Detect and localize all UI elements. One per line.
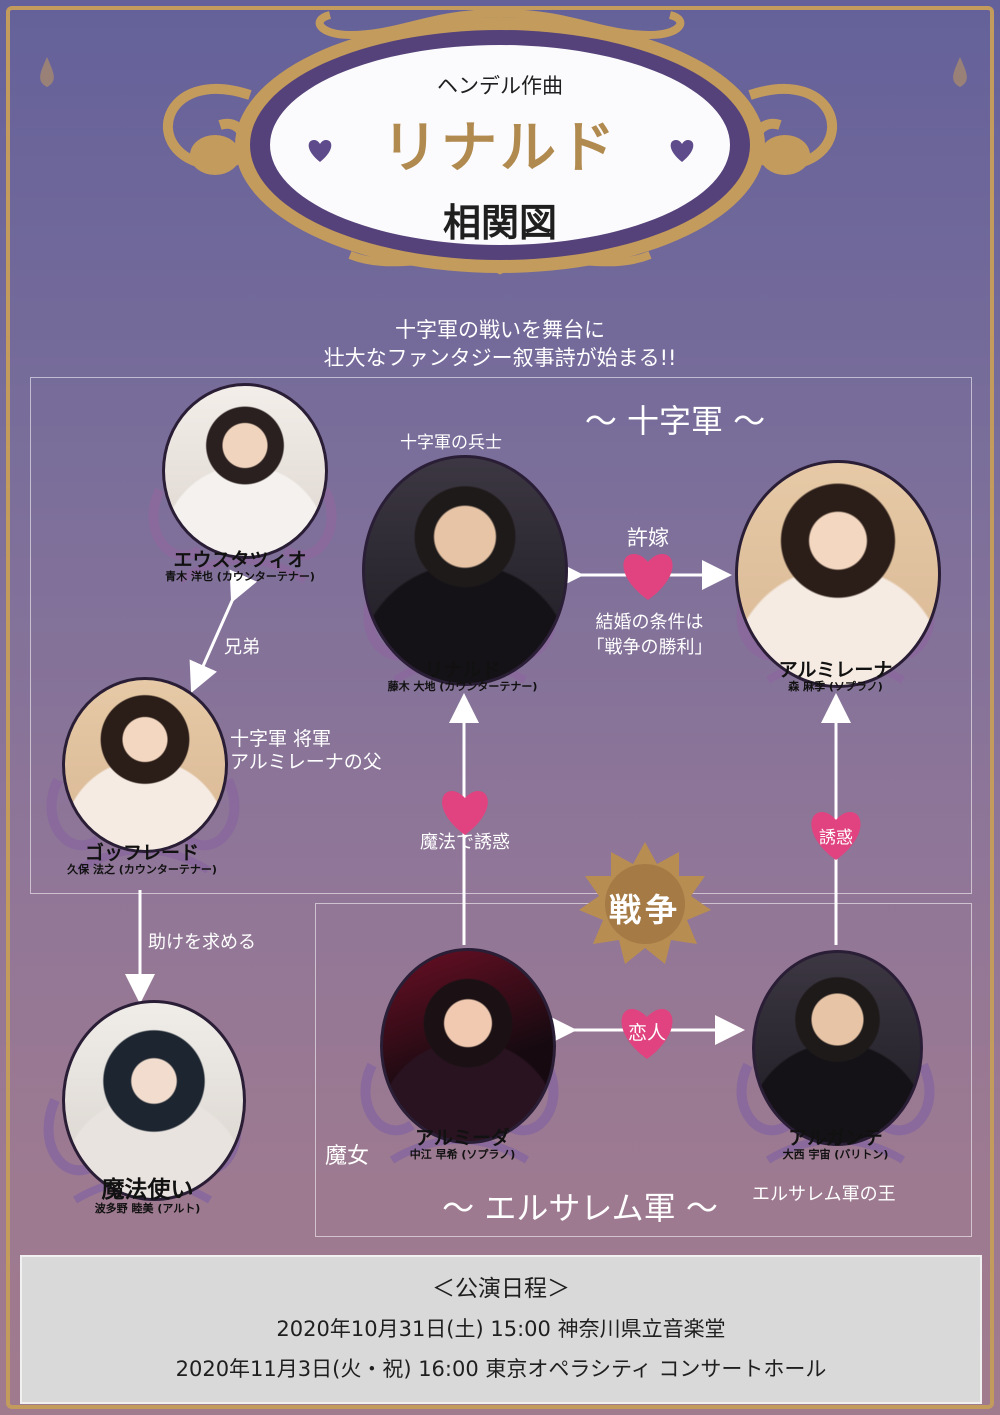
general-label-line-1: 十字軍 将軍	[230, 728, 332, 750]
condition-line-2: 「戦争の勝利」	[586, 637, 713, 658]
character-name: アルガンテ	[788, 1127, 883, 1149]
general-label-line-2: アルミレーナの父	[230, 751, 382, 773]
cast-name: 大西 宇宙 (バリトン)	[782, 1148, 889, 1161]
almirena-name-tag: アルミレーナ 森 麻季 (ソプラノ)	[733, 660, 938, 693]
witch-label: 魔女	[325, 1144, 370, 1169]
king-label: エルサレム軍の王	[752, 1184, 896, 1205]
soldier-label: 十字軍の兵士	[400, 433, 502, 453]
heart-icon	[442, 791, 488, 835]
tagline-line-1: 十字軍の戦いを舞台に	[395, 318, 605, 342]
war-burst-icon	[579, 842, 711, 964]
condition-line-1: 結婚の条件は	[595, 612, 704, 633]
character-name: 魔法使い	[101, 1177, 194, 1203]
heart-icon	[811, 812, 861, 860]
heart-icon	[623, 554, 673, 600]
cast-name: 森 麻季 (ソプラノ)	[788, 680, 883, 693]
schedule-line-2: 2020年11月3日(火・祝) 16:00 東京オペラシティ コンサートホール	[175, 1357, 827, 1381]
cast-name: 青木 洋也 (カウンターテナー)	[165, 570, 315, 583]
mage-name-tag: 魔法使い 波多野 睦美 (アルト)	[40, 1178, 255, 1215]
argante-portrait	[752, 950, 923, 1146]
heart-icon	[308, 140, 332, 162]
general-label: 十字軍 将軍 アルミレーナの父	[230, 728, 382, 774]
schedule-panel: ＜公演日程＞ 2020年10月31日(土) 15:00 神奈川県立音楽堂 202…	[20, 1255, 982, 1404]
armida-name-tag: アルミーダ 中江 早希 (ソプラノ)	[360, 1128, 565, 1161]
war-label: 戦争	[608, 891, 681, 929]
crusaders-heading: 〜 十字軍 〜	[584, 402, 766, 440]
rinaldo-name-tag: リナルド 藤木 大地 (カウンターテナー)	[360, 660, 565, 693]
cast-name: 波多野 睦美 (アルト)	[94, 1202, 201, 1215]
heart-icon	[670, 140, 694, 162]
lovers-label: 恋人	[627, 1022, 666, 1044]
magic-seduction-label: 魔法で誘惑	[420, 832, 510, 853]
cast-name: 久保 法之 (カウンターテナー)	[67, 863, 217, 876]
mage-portrait	[62, 1000, 246, 1201]
jerusalem-heading: 〜 エルサレム軍 〜	[442, 1189, 718, 1227]
seek-help-label: 助けを求める	[148, 932, 256, 953]
cast-name: 藤木 大地 (カウンターテナー)	[387, 680, 538, 693]
opera-title: リナルド	[382, 116, 618, 181]
schedule-heading: ＜公演日程＞	[432, 1276, 570, 1302]
tagline: 十字軍の戦いを舞台に 壮大なファンタジー叙事詩が始まる!!	[300, 316, 700, 372]
eustazio-name-tag: エウスタツィオ 青木 洋也 (カウンターテナー)	[140, 550, 340, 583]
chart-subtitle: 相関図	[442, 201, 557, 245]
character-name: アルミーダ	[415, 1127, 510, 1149]
rinaldo-portrait	[362, 455, 568, 686]
eustazio-portrait	[162, 383, 328, 559]
brothers-label: 兄弟	[224, 637, 260, 658]
goffredo-portrait	[62, 677, 228, 853]
character-name: ゴッフレード	[84, 842, 199, 864]
crusaders-box	[30, 377, 972, 894]
cast-name: 中江 早希 (ソプラノ)	[409, 1148, 516, 1161]
drop-icon	[40, 57, 54, 87]
character-name: アルミレーナ	[778, 659, 893, 681]
character-name: リナルド	[424, 659, 501, 681]
fiance-label: 許嫁	[627, 526, 669, 550]
marriage-condition: 結婚の条件は 「戦争の勝利」	[572, 610, 727, 660]
drop-icon	[953, 57, 967, 87]
character-name: エウスタツィオ	[173, 549, 307, 571]
composer-label: ヘンデル作曲	[437, 74, 563, 98]
schedule-line-1: 2020年10月31日(土) 15:00 神奈川県立音楽堂	[276, 1317, 726, 1341]
heart-icon	[621, 1009, 673, 1059]
argante-name-tag: アルガンテ 大西 宇宙 (バリトン)	[733, 1128, 938, 1161]
almirena-portrait	[735, 460, 941, 688]
seduction-label: 誘惑	[819, 828, 853, 848]
goffredo-name-tag: ゴッフレード 久保 法之 (カウンターテナー)	[42, 843, 242, 876]
tagline-line-2: 壮大なファンタジー叙事詩が始まる!!	[323, 346, 677, 370]
armida-portrait	[380, 948, 556, 1144]
header-ornament	[162, 9, 838, 275]
ornament-flourish	[148, 487, 337, 584]
